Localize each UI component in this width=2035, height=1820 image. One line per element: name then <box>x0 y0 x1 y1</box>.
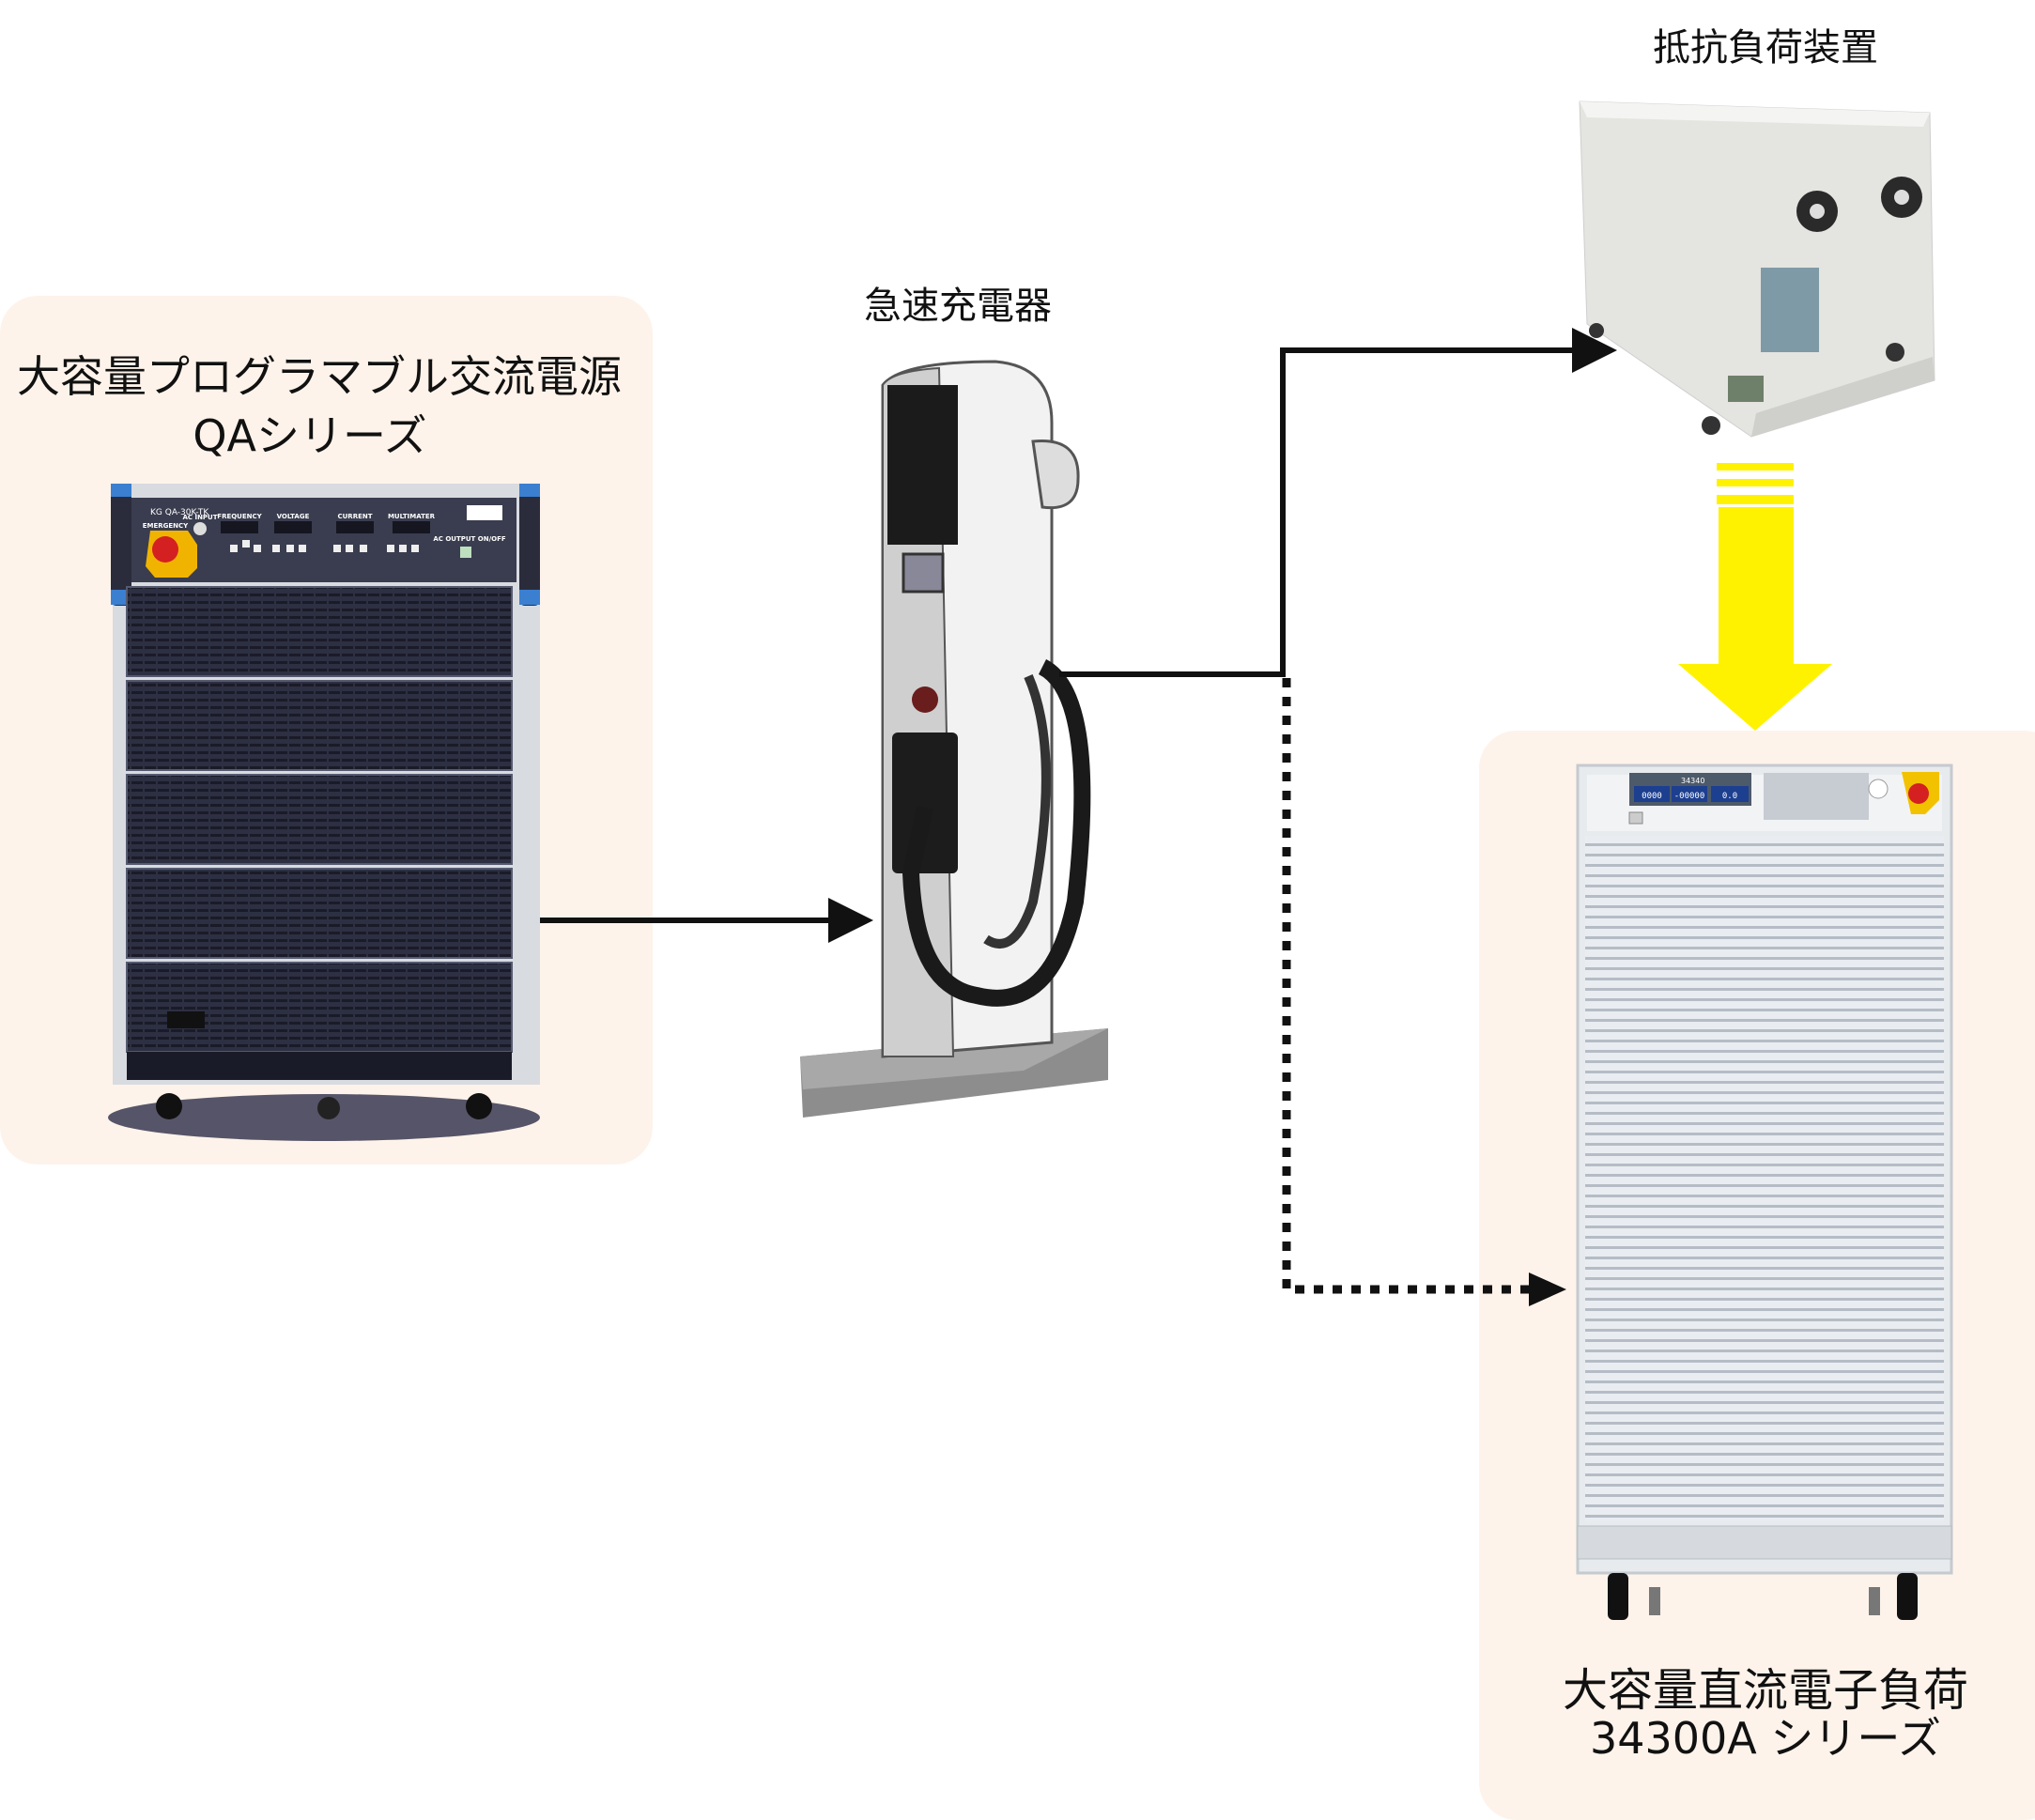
load-display-voltage: 0000 <box>1642 792 1662 801</box>
resistive-load-title: 抵抗負荷装置 <box>1653 26 1878 69</box>
frequency-label: FREQUENCY <box>217 513 262 520</box>
charger-to-resistive-arrow <box>1059 328 1617 677</box>
load-display-power: 0.0 <box>1722 792 1737 801</box>
ac-input-label: AC INPUT <box>182 514 217 521</box>
yellow-down-arrow <box>1678 463 1832 731</box>
resistive-load-image <box>1579 100 1935 438</box>
emergency-label: EMERGENCY <box>143 522 189 530</box>
load-model-text: 34340 <box>1681 777 1704 785</box>
electronic-load-title-line2: 34300A シリーズ <box>1589 1713 1942 1764</box>
voltage-label: VOLTAGE <box>277 513 310 520</box>
qa-power-source-image: KG QA-30K-TK EMERGENCY AC INPUT FREQUENC… <box>108 484 540 1141</box>
current-label: CURRENT <box>337 513 372 520</box>
dotted-arrow-head <box>1529 1272 1566 1306</box>
charger-to-electronic-load-dotted-arrow <box>1282 678 1531 1294</box>
qa-model-text: KG QA-30K-TK <box>150 508 209 517</box>
multimeter-label: MULTIMATER <box>388 513 436 520</box>
electronic-load-title-line1: 大容量直流電子負荷 <box>1562 1664 1968 1717</box>
ac-output-label: AC OUTPUT ON/OFF <box>433 535 506 543</box>
load-display-current: -00000 <box>1674 792 1705 801</box>
source-title-line2: QAシリーズ <box>193 410 427 461</box>
electronic-load-image: 0000 -00000 0.0 34340 <box>1576 763 1953 1620</box>
source-title-line1: 大容量プログラマブル交流電源 <box>17 351 622 402</box>
fast-charger-image <box>800 360 1108 1118</box>
charger-title: 急速充電器 <box>864 285 1052 328</box>
